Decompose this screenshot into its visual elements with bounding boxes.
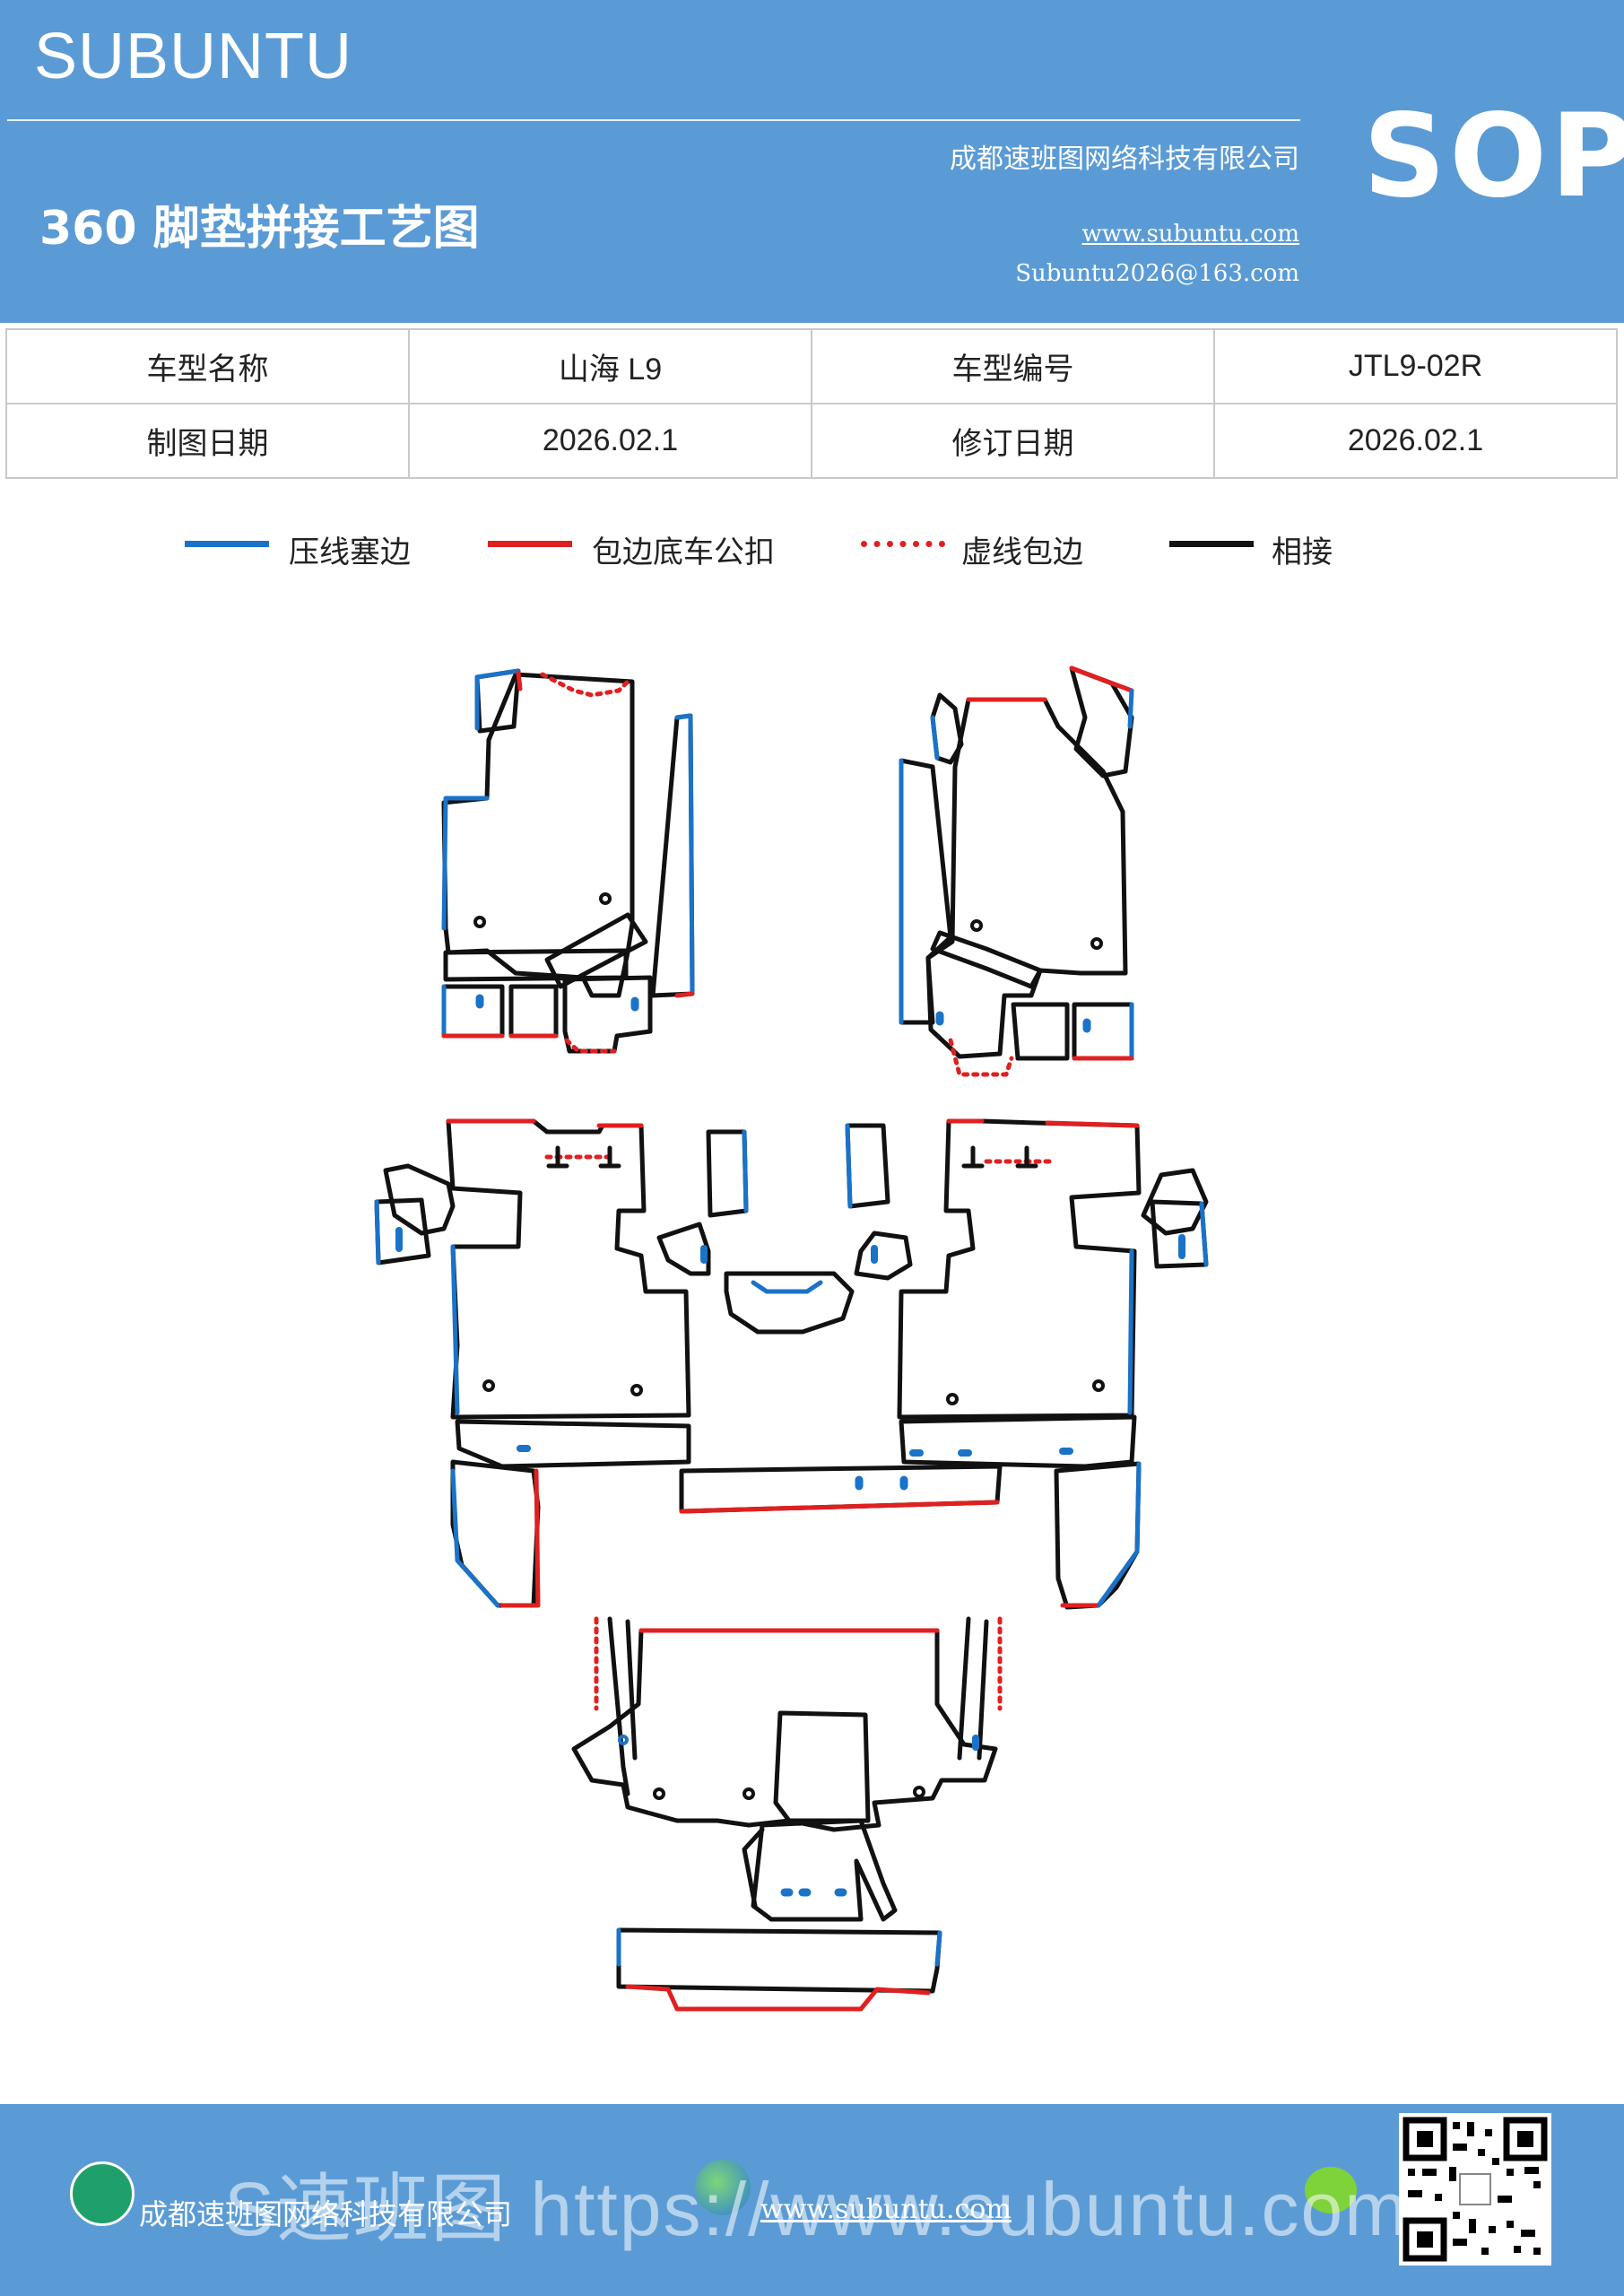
mat-rear [571, 1616, 1003, 2012]
mat-front-right [899, 665, 1134, 1077]
wechat-icon [1305, 2167, 1357, 2213]
value-model-code: JTL9-02R [1213, 328, 1618, 404]
value-draw-date: 2026.02.1 [408, 403, 812, 479]
header-email: Subuntu2026@163.com [1015, 260, 1299, 287]
value-revise-date: 2026.02.1 [1213, 403, 1618, 479]
legend-label: 压线塞边 [289, 535, 411, 570]
brand-logo-text: SUBUNTU [34, 21, 353, 92]
qr-code [1399, 2113, 1551, 2266]
globe-icon [695, 2160, 751, 2215]
mat-middle-row [374, 1118, 1209, 1610]
header-company: 成都速班图网络科技有限公司 [950, 144, 1299, 175]
label-model-name: 车型名称 [5, 328, 410, 404]
legend-label: 相接 [1272, 535, 1333, 570]
legend-swatch-black [1169, 541, 1254, 547]
value-model-name: 山海 L9 [408, 328, 812, 404]
table-row: 制图日期 2026.02.1 修订日期 2026.02.1 [5, 403, 1618, 479]
legend-swatch-red-dotted [861, 541, 945, 547]
label-draw-date: 制图日期 [5, 403, 410, 479]
sop-badge: SOP [1363, 90, 1624, 223]
footer-company: 成都速班图网络科技有限公司 [139, 2197, 513, 2231]
legend-label: 包边底车公扣 [592, 535, 775, 570]
footer-website-link[interactable]: www.subuntu.com [760, 2194, 1012, 2225]
table-row: 车型名称 山海 L9 车型编号 JTL9-02R [5, 328, 1618, 404]
page-title: 360 脚垫拼接工艺图 [39, 202, 480, 256]
info-table: 车型名称 山海 L9 车型编号 JTL9-02R 制图日期 2026.02.1 … [5, 328, 1618, 479]
header-banner: SUBUNTU 360 脚垫拼接工艺图 成都速班图网络科技有限公司 www.su… [0, 0, 1624, 323]
label-model-code: 车型编号 [811, 328, 1215, 404]
label-revise-date: 修订日期 [811, 403, 1215, 479]
header-website-link[interactable]: www.subuntu.com [1081, 221, 1300, 248]
legend-swatch-red [488, 541, 572, 547]
home-icon [70, 2161, 135, 2226]
legend-swatch-blue [185, 541, 269, 547]
footer-watermark-text: S速班图 https://www.subuntu.com [224, 2167, 1410, 2251]
header-divider [7, 119, 1300, 121]
legend-label: 虚线包边 [961, 535, 1083, 570]
mat-front-left [441, 668, 695, 1054]
